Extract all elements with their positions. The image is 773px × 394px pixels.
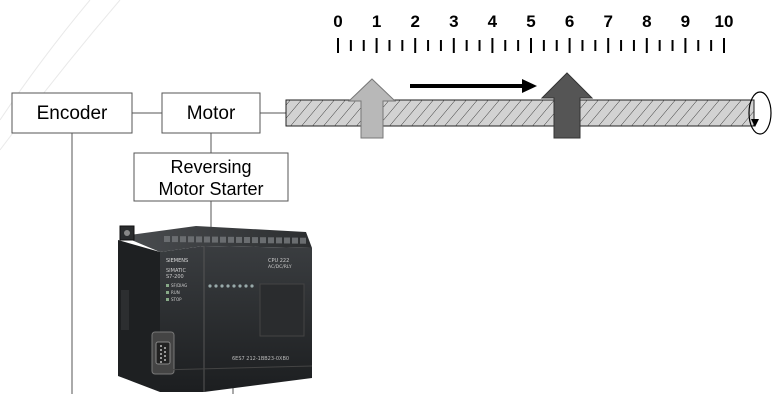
plc-terminal — [284, 237, 290, 244]
serial-pin — [160, 345, 162, 347]
plc-terminal — [260, 237, 266, 244]
plc-terminal — [212, 236, 218, 243]
encoder-label: Encoder — [37, 103, 108, 124]
scale-label-9: 9 — [681, 12, 690, 31]
start-position-arrow — [347, 78, 397, 139]
plc-terminal — [244, 237, 250, 243]
plc-status-sf: SF/DIAG — [171, 283, 187, 288]
serial-pin — [160, 361, 162, 363]
serial-pin — [164, 359, 166, 361]
plc-terminal — [204, 236, 210, 243]
scale-label-3: 3 — [449, 12, 458, 31]
motor-label: Motor — [187, 103, 236, 124]
plc-terminal — [268, 237, 274, 244]
plc-io-led — [220, 284, 224, 288]
target-position-arrow — [540, 72, 594, 139]
serial-pin — [164, 347, 166, 349]
serial-pin — [160, 357, 162, 359]
direction-arrow — [410, 79, 537, 93]
scale-label-5: 5 — [526, 12, 535, 31]
plc-terminal — [220, 236, 226, 243]
plc-terminal — [236, 236, 242, 243]
plc-io-led — [208, 284, 212, 288]
scale-label-0: 0 — [333, 12, 342, 31]
plc-io-led — [226, 284, 230, 288]
encoder-block: Encoder — [11, 92, 133, 134]
starter-label-line2: Motor Starter — [158, 179, 263, 199]
plc-terminal — [276, 237, 282, 244]
plc-terminal — [180, 236, 186, 243]
plc-terminal — [300, 237, 306, 244]
plc-terminal — [252, 237, 258, 244]
plc-io-led — [238, 284, 242, 288]
plc-terminal — [164, 236, 170, 242]
rotation-indicator-icon — [748, 91, 772, 135]
plc-terminal — [196, 236, 202, 243]
scale-label-2: 2 — [410, 12, 419, 31]
plc-model-line1: SIMATIC — [166, 268, 187, 274]
plc-model-line2: S7-200 — [166, 274, 184, 280]
plc-status-stop: STOP — [171, 297, 182, 302]
scale-label-10: 10 — [715, 12, 734, 31]
scale-label-4: 4 — [488, 12, 498, 31]
motor-block: Motor — [161, 92, 261, 134]
plc-io-led — [214, 284, 218, 288]
plc-cpu-label: CPU 222 — [268, 258, 289, 264]
plc-io-led — [250, 284, 254, 288]
plc-status-run: RUN — [171, 290, 180, 295]
plc-terminal — [228, 236, 234, 243]
reversing-motor-starter-block: Reversing Motor Starter — [133, 152, 289, 202]
scale-label-7: 7 — [603, 12, 612, 31]
serial-pin — [160, 349, 162, 351]
serial-pin — [164, 351, 166, 353]
plc-cpu-sub: AC/DC/RLY — [268, 264, 292, 270]
plc-terminal — [188, 236, 194, 243]
serial-pin — [164, 355, 166, 357]
plc-terminal — [172, 236, 178, 243]
scale-label-8: 8 — [642, 12, 651, 31]
plc-io-led — [232, 284, 236, 288]
serial-pin — [160, 353, 162, 355]
plc-controller: SIEMENS SIMATIC S7-200 SF/DIAG RUN STOP … — [118, 225, 313, 392]
scale-label-6: 6 — [565, 12, 574, 31]
plc-brand: SIEMENS — [166, 258, 188, 264]
plc-terminal — [292, 237, 298, 244]
plc-part-number: 6ES7 212-1BB23-0XB0 — [232, 356, 289, 362]
starter-label-line1: Reversing — [170, 157, 251, 177]
scale-label-1: 1 — [372, 12, 381, 31]
position-scale: 0 1 2 3 4 5 6 7 8 9 10 — [333, 12, 733, 53]
plc-io-led — [244, 284, 248, 288]
